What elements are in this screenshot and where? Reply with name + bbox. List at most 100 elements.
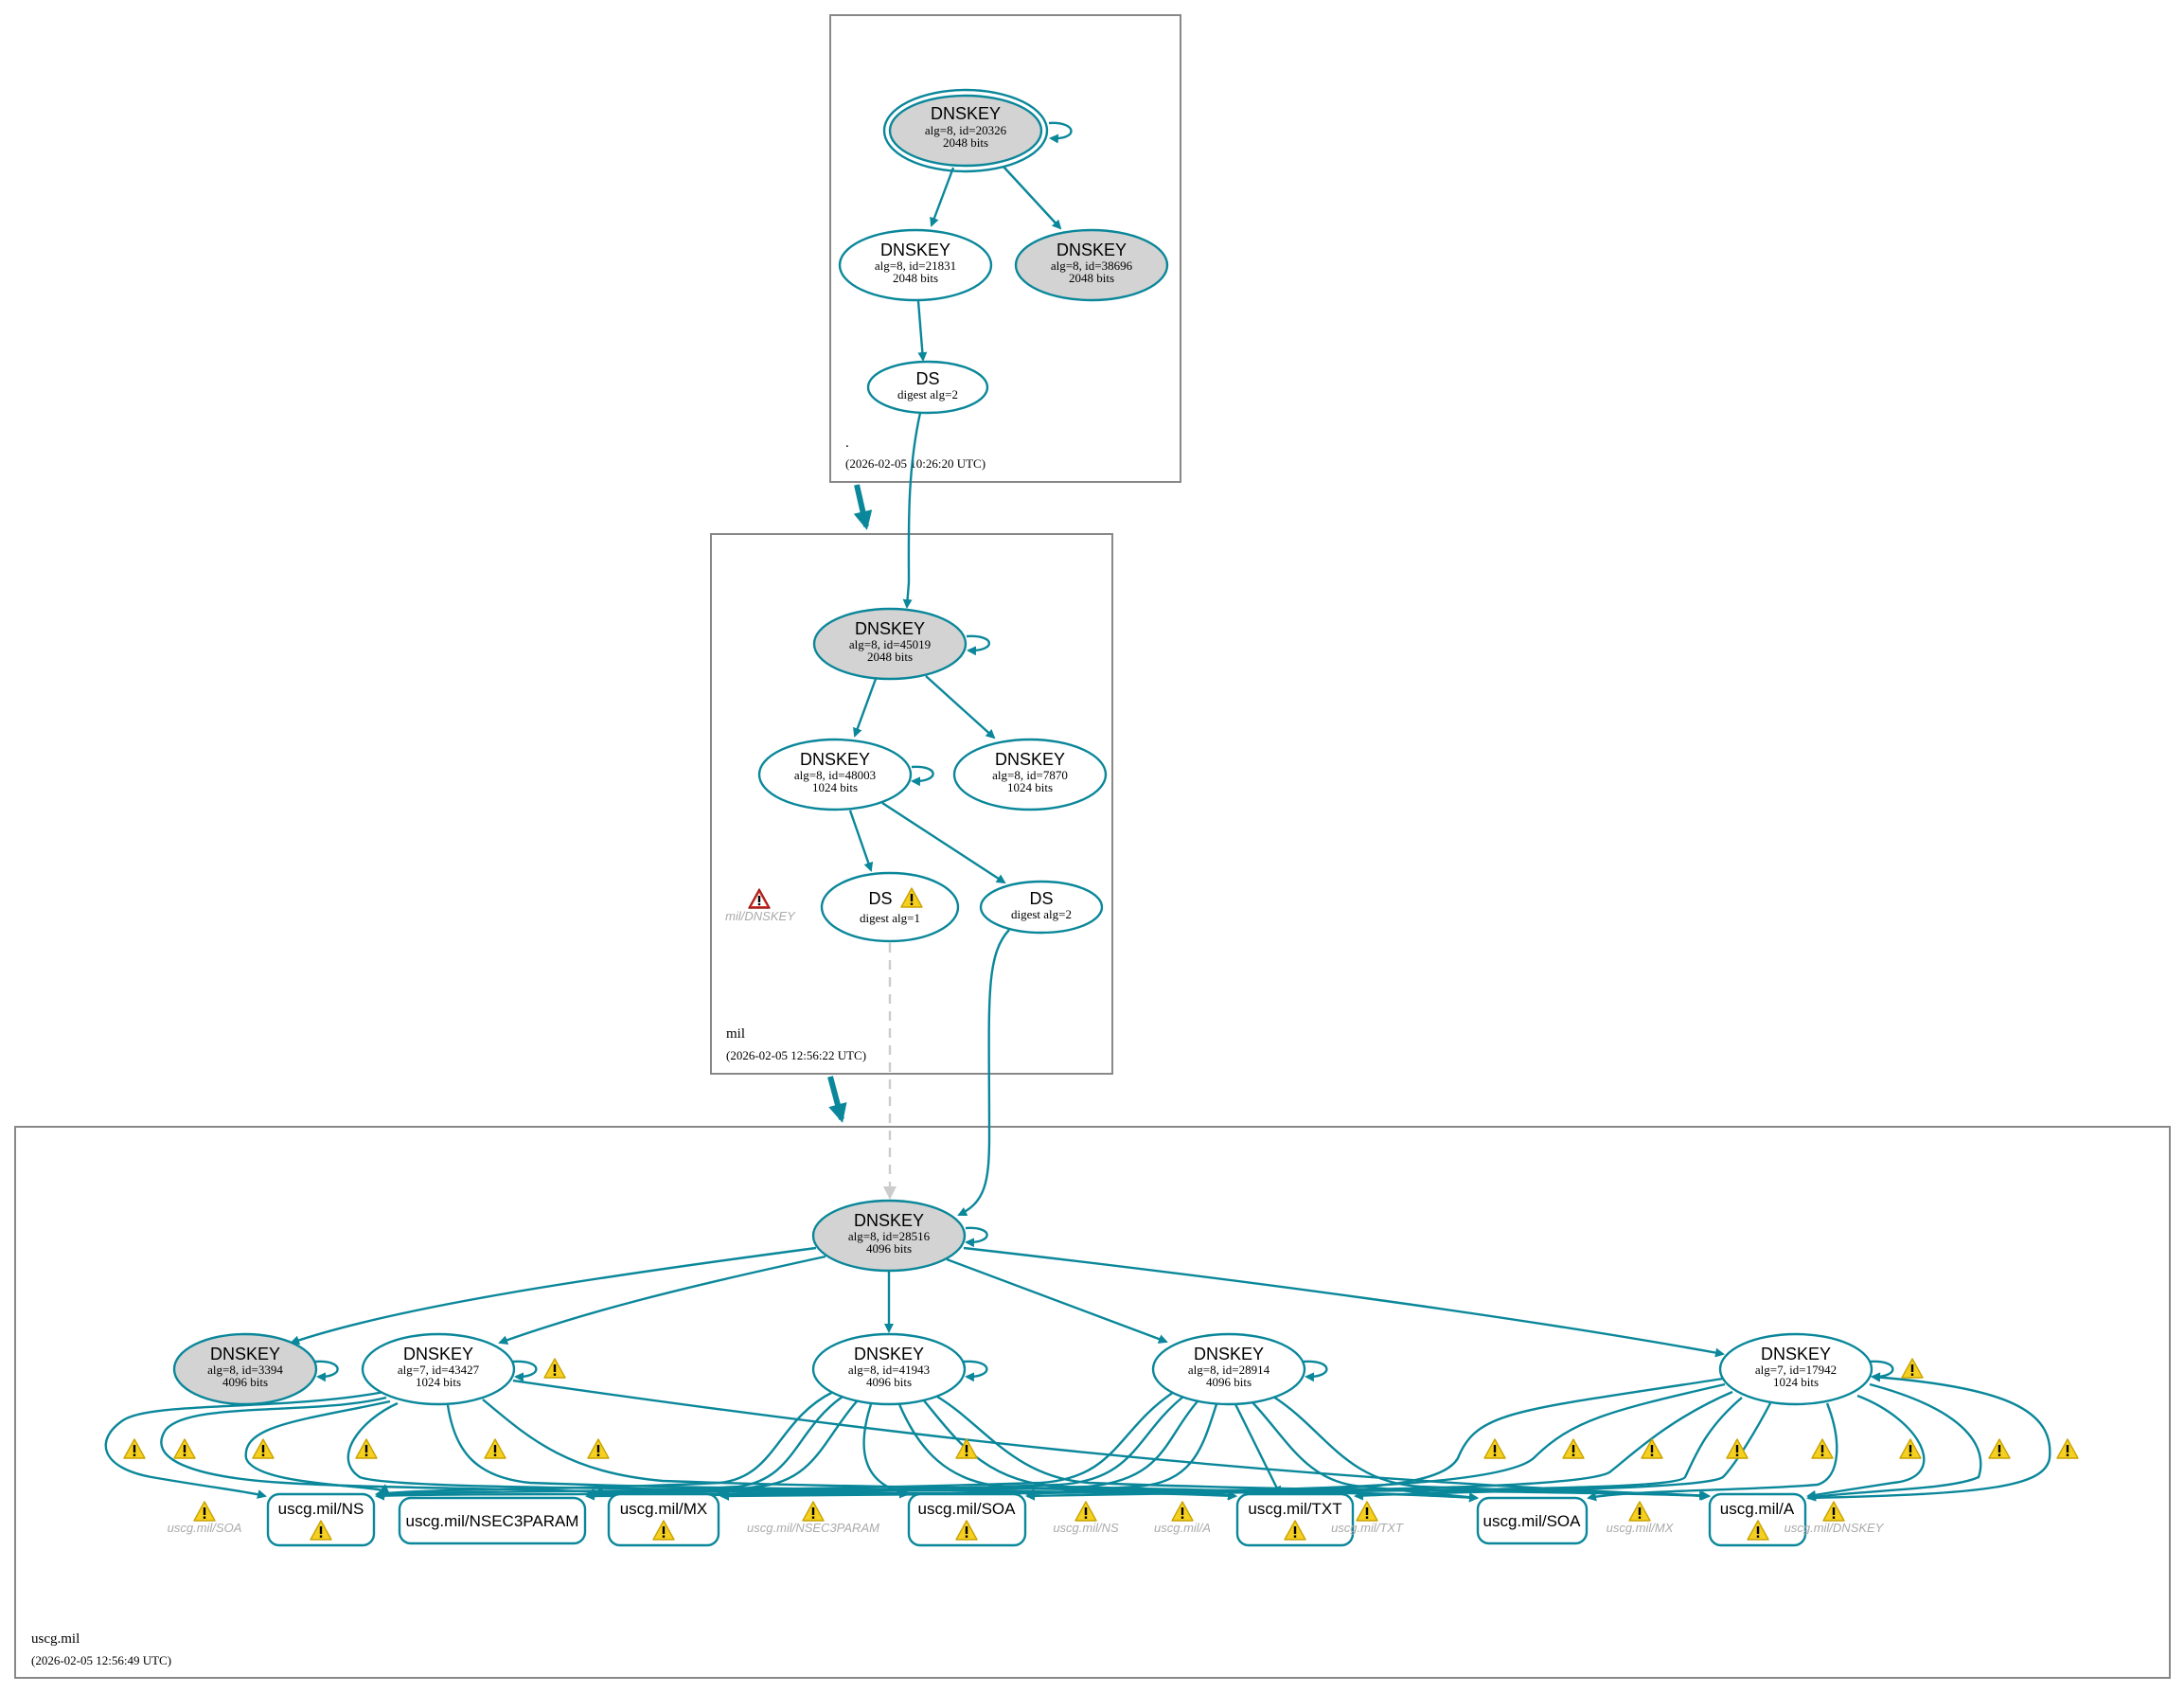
rrset-label: uscg.mil/A: [1720, 1500, 1795, 1518]
edge-root-ds-mil-ksk: [902, 412, 922, 609]
node-line1: alg=8, id=7870: [992, 768, 1068, 782]
edge-uscg-ksk-43427: [498, 1255, 826, 1345]
ghost-dnskey[interactable]: uscg.mil/DNSKEY: [1784, 1501, 1885, 1535]
node-type: DNSKEY: [403, 1345, 473, 1363]
edge-17942-soa: [1025, 1397, 1743, 1501]
uscg-rrsig-edges: [104, 1372, 2051, 1503]
edge-mil-ds2-uscg-ksk: [957, 929, 1010, 1217]
node-uscg-ksk[interactable]: DNSKEY alg=8, id=28516 4096 bits: [811, 1199, 967, 1273]
rrset-label: uscg.mil/TXT: [1248, 1500, 1341, 1518]
ellipse: [888, 94, 1043, 168]
rrset-label: uscg.mil/MX: [620, 1500, 708, 1518]
node-uscg-28914[interactable]: DNSKEY alg=8, id=28914 4096 bits: [1151, 1332, 1306, 1406]
rrset-ns[interactable]: uscg.mil/NS: [266, 1492, 376, 1547]
zone-uscg: uscg.mil (2026-02-05 12:56:49 UTC): [14, 1126, 2171, 1679]
node-line2: 2048 bits: [943, 135, 988, 150]
node-uscg-43427[interactable]: DNSKEY alg=7, id=43427 1024 bits: [361, 1332, 566, 1406]
edge-28914-ns: [375, 1391, 1175, 1499]
rrset-box: [398, 1496, 587, 1545]
node-line1: alg=8, id=45019: [849, 637, 931, 651]
node-line1: alg=8, id=38696: [1051, 258, 1133, 273]
edge-mil-zsk1-ds1: [848, 810, 874, 872]
node-line2: 1024 bits: [1773, 1375, 1819, 1389]
ghost-soa[interactable]: uscg.mil/SOA: [168, 1501, 242, 1535]
ghost-label: uscg.mil/DNSKEY: [1784, 1521, 1885, 1535]
mil-edges: [848, 634, 1010, 1217]
node-line1: alg=8, id=28516: [848, 1229, 931, 1243]
rrset-box: [1708, 1492, 1807, 1547]
zone-uscg-timestamp: (2026-02-05 12:56:49 UTC): [31, 1653, 171, 1667]
ghost-mx[interactable]: uscg.mil/MX: [1607, 1501, 1675, 1535]
node-uscg-3394[interactable]: DNSKEY alg=8, id=3394 4096 bits: [172, 1332, 318, 1406]
node-type: DNSKEY: [854, 1345, 924, 1363]
rrset-soa-2[interactable]: uscg.mil/SOA: [1476, 1496, 1589, 1545]
node-root-zsk2[interactable]: DNSKEY alg=8, id=38696 2048 bits: [1014, 228, 1169, 302]
node-root-ds[interactable]: DS digest alg=2: [866, 360, 989, 415]
rrset-mx[interactable]: uscg.mil/MX: [607, 1492, 720, 1547]
ellipse: [1718, 1332, 1873, 1406]
edge-41943-a: [936, 1395, 1711, 1501]
edge-17942-nsec3param: [585, 1382, 1726, 1501]
node-uscg-41943[interactable]: DNSKEY alg=8, id=41943 4096 bits: [811, 1332, 967, 1406]
ghost-txt[interactable]: uscg.mil/TXT: [1331, 1501, 1404, 1535]
ellipse: [811, 1199, 967, 1273]
node-line2: 2048 bits: [893, 271, 938, 285]
node-line1: digest alg=2: [897, 387, 958, 401]
ghost-nsec3param[interactable]: uscg.mil/NSEC3PARAM: [747, 1501, 879, 1535]
node-mil-ds1[interactable]: DS digest alg=1: [820, 871, 960, 943]
node-line2: 1024 bits: [416, 1375, 461, 1389]
edge-3394-self: [314, 1360, 339, 1382]
node-type: DS: [868, 889, 892, 908]
rrset-a[interactable]: uscg.mil/A: [1708, 1492, 1807, 1547]
node-line1: alg=7, id=17942: [1755, 1363, 1837, 1377]
edge-mil-zsk1-ds2: [881, 801, 1006, 884]
rrset-soa[interactable]: uscg.mil/SOA: [907, 1492, 1027, 1547]
node-line1: alg=8, id=41943: [848, 1363, 930, 1377]
ghost-label: uscg.mil/NS: [1053, 1521, 1119, 1535]
node-type: DNSKEY: [210, 1345, 280, 1363]
rrset-txt[interactable]: uscg.mil/TXT: [1235, 1492, 1355, 1547]
node-uscg-17942[interactable]: DNSKEY alg=7, id=17942 1024 bits: [1718, 1332, 1924, 1406]
edge-mil-ksk-self: [966, 634, 990, 656]
node-root-ksk[interactable]: DNSKEY alg=8, id=20326 2048 bits: [882, 88, 1049, 173]
node-line2: 1024 bits: [1007, 780, 1053, 794]
ellipse: [1151, 1332, 1306, 1406]
ghost-a[interactable]: uscg.mil/A: [1154, 1501, 1211, 1535]
edge-uscg-ksk-17942: [963, 1246, 1725, 1358]
node-mil-zsk2[interactable]: DNSKEY alg=8, id=7870 1024 bits: [952, 738, 1108, 811]
delegation-arrow-root-mil: [853, 484, 873, 530]
node-mil-zsk1[interactable]: DNSKEY alg=8, id=48003 1024 bits: [757, 738, 913, 811]
rrset-label: uscg.mil/SOA: [918, 1500, 1017, 1518]
edge-uscg-ksk-self: [965, 1226, 988, 1248]
node-line2: 2048 bits: [867, 650, 913, 664]
edge-41943-ns: [375, 1390, 834, 1499]
node-line1: alg=7, id=43427: [398, 1363, 480, 1377]
rrset-box: [1235, 1492, 1355, 1547]
rrset-nsec3param[interactable]: uscg.mil/NSEC3PARAM: [398, 1496, 587, 1545]
edge-root-ksk-self: [1048, 121, 1073, 144]
rrset-label: uscg.mil/NSEC3PARAM: [406, 1512, 579, 1530]
node-mil-ds2[interactable]: DS digest alg=2: [979, 880, 1104, 935]
rrset-box: [266, 1492, 376, 1547]
edge-43427-mx: [160, 1396, 608, 1497]
node-line2: 4096 bits: [866, 1241, 912, 1256]
node-line1: alg=8, id=21831: [875, 258, 956, 273]
edge-43427-self: [512, 1360, 538, 1382]
ghost-label: uscg.mil/SOA: [168, 1521, 242, 1535]
delegation-arrow-mil-uscg: [827, 1076, 847, 1123]
node-root-zsk1[interactable]: DNSKEY alg=8, id=21831 2048 bits: [838, 228, 993, 302]
edge-mil-ksk-zsk2: [925, 675, 996, 740]
edge-17942-txt: [1354, 1402, 1772, 1501]
ellipse: [838, 228, 993, 302]
rrset-box: [607, 1492, 720, 1547]
zone-mil-name: mil: [726, 1026, 745, 1042]
node-line2: 1024 bits: [812, 780, 858, 794]
ghost-ns[interactable]: uscg.mil/NS: [1053, 1501, 1119, 1535]
ellipse: [757, 738, 913, 811]
edge-root-ksk-zsk1: [930, 167, 955, 227]
edge-root-zsk1-ds: [916, 300, 928, 362]
ghost-mil-dnskey[interactable]: mil/DNSKEY: [725, 888, 796, 923]
node-line1: alg=8, id=20326: [925, 123, 1007, 137]
ghost-label: uscg.mil/A: [1154, 1521, 1211, 1535]
node-mil-ksk[interactable]: DNSKEY alg=8, id=45019 2048 bits: [812, 607, 968, 681]
